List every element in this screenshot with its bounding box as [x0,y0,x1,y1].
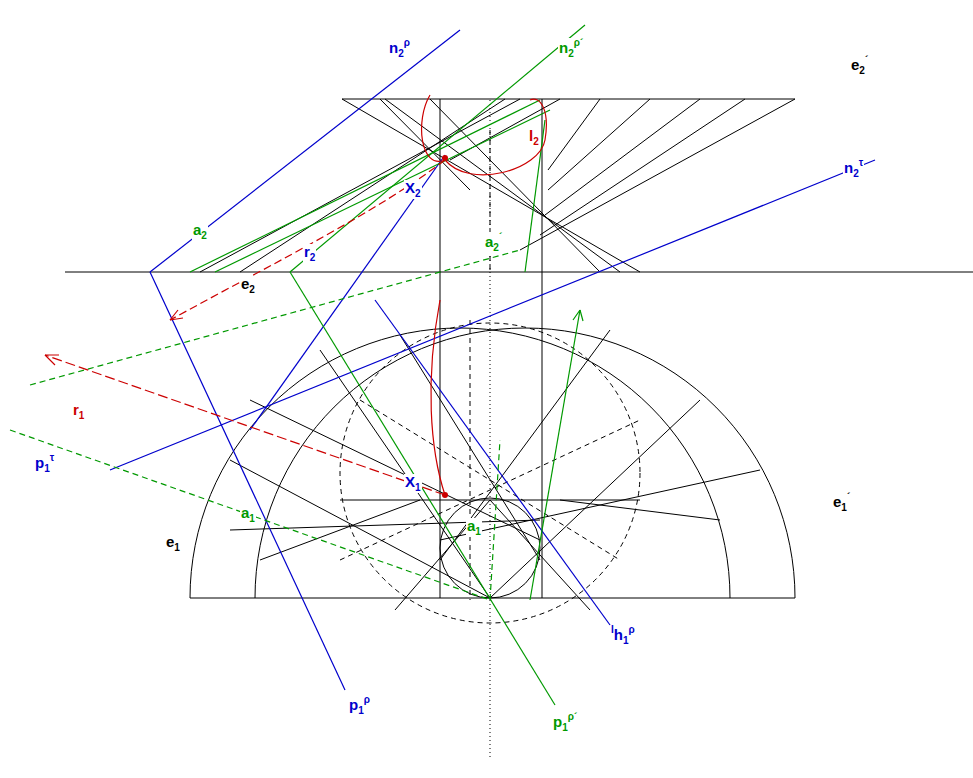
construction-label: X1 [404,474,422,493]
construction-label: n2τ [843,158,864,179]
construction-label: a1 [240,505,256,524]
construction-label: e1 [165,534,181,553]
construction-label: a1 [466,518,482,537]
construction-label: a2´ [484,232,503,253]
construction-label: e2´ [850,55,869,76]
construction-label: r2 [303,244,316,263]
construction-label: X2 [404,180,422,199]
construction-label: p1τ [34,453,55,474]
construction-label: e1´ [832,492,851,513]
construction-label: p1ρ [348,695,371,716]
construction-label: r1 [72,402,85,421]
construction-label: Ih1ρ [610,625,636,646]
construction-label: l2 [528,128,540,147]
construction-label: a2 [192,222,208,241]
construction-label: p1ρ´ [552,712,578,733]
construction-label: n2ρ´ [558,38,584,59]
construction-label: n2ρ [388,38,411,59]
construction-label: e2 [240,276,256,295]
